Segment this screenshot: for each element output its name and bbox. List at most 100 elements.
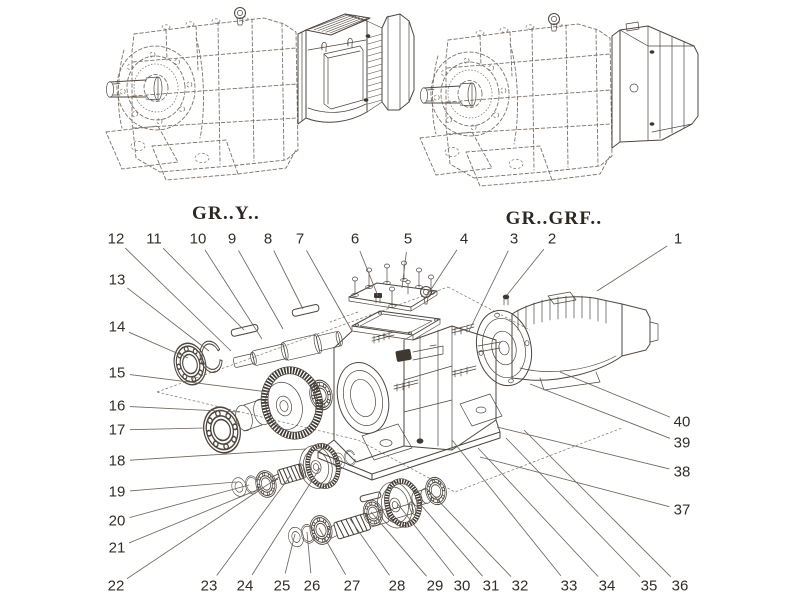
leader-line-33 xyxy=(451,439,562,577)
shaft-key-b xyxy=(291,304,320,317)
intermediate-shaft-cluster xyxy=(229,443,357,500)
bearing-input xyxy=(306,377,336,413)
callout-label-24: 24 xyxy=(237,578,254,595)
washer-25 xyxy=(286,525,306,549)
callout-label-4: 4 xyxy=(460,231,468,248)
gear-24 xyxy=(299,443,341,489)
leader-line-25 xyxy=(284,533,296,574)
leader-line-4 xyxy=(425,249,458,298)
leader-line-6 xyxy=(359,250,379,297)
callout-label-25: 25 xyxy=(274,578,291,595)
callout-label-15: 15 xyxy=(109,365,126,382)
callout-label-9: 9 xyxy=(228,231,236,248)
leader-line-9 xyxy=(238,250,284,330)
gry-feet xyxy=(105,125,297,181)
motor-studs xyxy=(371,323,477,392)
leader-line-19 xyxy=(129,481,237,492)
leader-line-26 xyxy=(306,531,312,574)
leader-line-7 xyxy=(306,250,353,332)
leader-line-38 xyxy=(496,426,670,470)
housing xyxy=(317,260,503,481)
gearmotor-variant-grgrf: GR..GRF.. xyxy=(419,13,699,229)
housing-top-flange xyxy=(351,310,441,341)
gry-output-shaft xyxy=(106,76,163,101)
grgrf-output-shaft xyxy=(420,82,477,107)
callout-label-11: 11 xyxy=(146,231,162,248)
leader-line-14 xyxy=(128,331,189,359)
callout-label-38: 38 xyxy=(674,464,691,481)
caption-grgrf: GR..GRF.. xyxy=(506,208,603,229)
motor-assembly xyxy=(395,291,659,391)
grgrf-housing-outline xyxy=(431,22,613,179)
callout-label-8: 8 xyxy=(264,231,272,248)
callout-label-5: 5 xyxy=(404,231,412,248)
callout-label-36: 36 xyxy=(672,578,689,595)
leader-line-2 xyxy=(506,248,545,296)
vent-bolt xyxy=(502,294,510,306)
callout-label-14: 14 xyxy=(109,319,126,336)
leader-line-5 xyxy=(401,251,407,289)
leader-line-40 xyxy=(559,371,671,418)
callout-label-26: 26 xyxy=(304,578,321,595)
callout-label-37: 37 xyxy=(674,502,691,519)
cover-bolts xyxy=(351,260,435,308)
callout-label-16: 16 xyxy=(109,398,126,415)
leader-line-23 xyxy=(216,474,292,576)
bearing-32 xyxy=(422,474,450,508)
callout-label-17: 17 xyxy=(109,422,126,439)
callout-label-1: 1 xyxy=(674,231,682,248)
leader-line-30 xyxy=(396,502,455,577)
grgrf-cover-block xyxy=(611,21,699,149)
callout-label-31: 31 xyxy=(483,578,500,595)
gear-30 xyxy=(377,478,422,529)
gry-motor xyxy=(297,13,415,125)
callout-label-35: 35 xyxy=(641,578,658,595)
leader-line-36 xyxy=(523,429,672,578)
leader-line-27 xyxy=(318,527,346,575)
exploded-view: 1234567891011121314151617181920212223242… xyxy=(108,231,691,595)
gry-eyebolt xyxy=(234,7,246,26)
motor-flange xyxy=(475,309,533,387)
callout-label-19: 19 xyxy=(109,484,126,501)
bearing-21 xyxy=(252,468,280,500)
input-coupling xyxy=(395,344,444,362)
grgrf-eyebolt xyxy=(548,13,560,32)
callout-label-27: 27 xyxy=(344,578,361,595)
leader-line-8 xyxy=(273,250,304,310)
motor-body xyxy=(511,291,659,391)
callout-label-2: 2 xyxy=(548,231,556,248)
leader-line-3 xyxy=(468,250,509,332)
leader-line-20 xyxy=(129,484,250,519)
callout-label-29: 29 xyxy=(427,578,444,595)
pinion-22 xyxy=(271,463,306,485)
leader-line-28 xyxy=(349,518,390,576)
pinion-shaft-28 xyxy=(327,491,417,540)
leader-lines xyxy=(125,245,672,580)
callout-label-28: 28 xyxy=(389,578,406,595)
leader-line-15 xyxy=(129,374,269,393)
bearing-27 xyxy=(306,512,336,548)
leader-line-18 xyxy=(129,448,306,461)
leader-line-35 xyxy=(505,437,641,577)
callout-label-39: 39 xyxy=(674,435,691,452)
callout-label-23: 23 xyxy=(201,578,218,595)
grgrf-front-boss xyxy=(426,47,514,141)
output-shaft xyxy=(232,330,343,368)
callout-label-33: 33 xyxy=(561,578,578,595)
callout-label-34: 34 xyxy=(599,578,616,595)
gear-15 xyxy=(260,366,324,440)
top-cover-plate xyxy=(348,260,438,312)
callout-label-20: 20 xyxy=(109,513,126,530)
callout-label-10: 10 xyxy=(190,231,207,248)
leader-line-24 xyxy=(251,467,321,576)
leader-line-11 xyxy=(162,247,245,331)
gry-housing-outline xyxy=(117,16,299,173)
leader-line-16 xyxy=(129,406,241,413)
leader-line-32 xyxy=(429,491,512,577)
callout-label-30: 30 xyxy=(454,578,471,595)
gry-front-boss xyxy=(112,41,200,135)
callout-label-18: 18 xyxy=(109,453,126,470)
callout-label-40: 40 xyxy=(674,414,691,431)
